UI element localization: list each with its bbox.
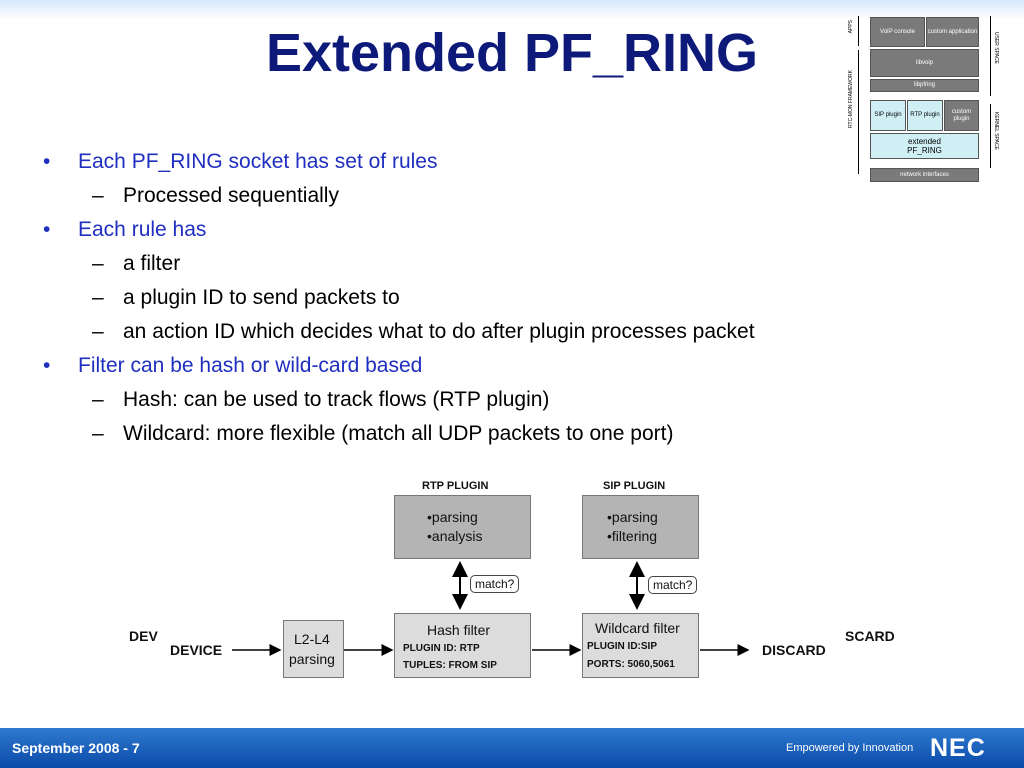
footer-bar: September 2008 - 7 Empowered by Innovati… [0,728,1024,768]
discard-label: DISCARD [762,642,826,658]
kernel-space-bracket [990,104,991,168]
libpfring-box: libpfring [870,79,979,92]
wildcard-plugin-id: PLUGIN ID:SIP [587,641,658,652]
sub-bullet-item: –Processed sequentially [40,182,920,216]
sub-bullet-item: –Wildcard: more flexible (match all UDP … [40,420,920,454]
l2l4-parsing-box: L2-L4 parsing [283,620,344,678]
sub-bullet-item: –an action ID which decides what to do a… [40,318,920,352]
bullet-item: • Filter can be hash or wild-card based [40,352,920,386]
rtp-plugin-label: RTP PLUGIN [422,480,489,492]
extended-pfring-box: extended PF_RING [870,133,979,159]
bullet-text: Filter can be hash or wild-card based [78,354,423,377]
l2l4-line2: parsing [289,651,335,667]
dash-icon: – [92,388,104,411]
match-rtp-label: match? [470,575,520,593]
discard-ghost-label: SCARD [845,628,895,644]
sub-bullet-text: Processed sequentially [123,184,339,207]
bullet-text: Each PF_RING socket has set of rules [78,150,438,173]
bullet-dot-icon: • [43,218,51,241]
hash-tuples: TUPLES: FROM SIP [403,660,497,671]
bullet-text: Each rule has [78,218,207,241]
dash-icon: – [92,252,104,275]
slide-title: Extended PF_RING [265,23,759,83]
device-ghost-label: DEV [129,628,158,644]
sip-item: •parsing [607,509,658,525]
rtp-plugin-box: RTP plugin [907,100,943,131]
bullet-dot-icon: • [43,150,51,173]
wildcard-filter-title: Wildcard filter [595,620,680,636]
user-space-label: USER SPACE [993,32,999,64]
voip-console-box: VoIP console [870,17,925,47]
sip-plugin-label: SIP PLUGIN [603,480,666,492]
device-label: DEVICE [170,642,223,658]
hash-plugin-id: PLUGIN ID: RTP [403,643,480,654]
rtp-item: •parsing [427,509,478,525]
footer-tagline: Empowered by Innovation [786,742,914,754]
hash-filter-title: Hash filter [427,622,491,638]
bullet-item: • Each rule has [40,216,920,250]
network-interfaces-box: network interfaces [870,168,979,182]
rtp-item: •analysis [427,528,483,544]
sub-bullet-text: a filter [123,252,181,275]
l2l4-line1: L2-L4 [294,631,330,647]
wildcard-filter-box: Wildcard filter PLUGIN ID:SIP PORTS: 506… [582,613,699,678]
sip-plugin-box: SIP plugin [870,100,906,131]
rtc-bracket [858,50,859,174]
dash-icon: – [92,184,104,207]
footer-date: September 2008 - 7 [12,740,140,756]
sub-bullet-item: –a plugin ID to send packets to [40,284,920,318]
sub-bullet-text: a plugin ID to send packets to [123,286,400,309]
custom-plugin-box: custom plugin [944,100,979,131]
sip-item: •filtering [607,528,658,544]
custom-application-box: custom application [926,17,979,47]
bullet-item: • Each PF_RING socket has set of rules [40,148,920,182]
kernel-space-label: KERNEL SPACE [993,112,999,150]
sub-bullet-text: Wildcard: more flexible (match all UDP p… [123,422,674,445]
sub-bullet-text: Hash: can be used to track flows (RTP pl… [123,388,550,411]
rtp-plugin-box: •parsing •analysis [394,495,531,559]
libvoip-box: libvoip [870,49,979,77]
match-sip-label: match? [648,576,698,594]
dash-icon: – [92,320,104,343]
extended-label: extended [908,137,941,146]
pfring-label: PF_RING [907,146,942,155]
top-gradient-band [0,0,1024,20]
architecture-diagram: APPS RTC-MON FRAMEWORK USER SPACE KERNEL… [840,8,1015,188]
dash-icon: – [92,286,104,309]
bullet-list: •Each PF_RING socket has set of rules –P… [40,148,920,454]
user-space-bracket [990,16,991,96]
sub-bullet-text: an action ID which decides what to do af… [123,320,755,343]
apps-bracket [858,16,859,46]
sip-plugin-box: •parsing •filtering [582,495,699,559]
hash-filter-box: Hash filter PLUGIN ID: RTP TUPLES: FROM … [394,613,531,678]
nec-logo: NEC [930,734,986,762]
wildcard-ports: PORTS: 5060,5061 [587,659,675,670]
sub-bullet-item: –Hash: can be used to track flows (RTP p… [40,386,920,420]
dash-icon: – [92,422,104,445]
sub-bullet-item: –a filter [40,250,920,284]
bullet-dot-icon: • [43,354,51,377]
